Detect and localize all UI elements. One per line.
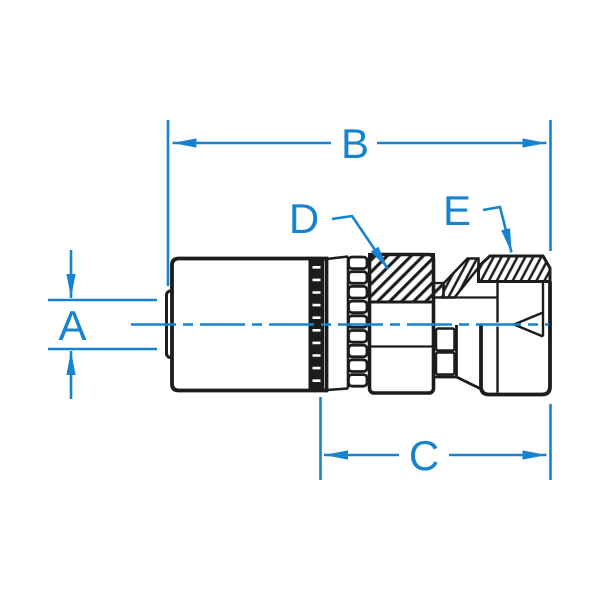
dim-c-label: C xyxy=(409,432,439,479)
serration-ring xyxy=(347,299,369,315)
dimension-labels: B A C D E xyxy=(58,120,471,479)
leader-d xyxy=(331,214,390,270)
dimension-c xyxy=(319,397,552,480)
nut-hatch xyxy=(477,254,552,283)
serration-rings xyxy=(347,255,369,388)
serration-ring xyxy=(347,358,369,373)
fitting-drawing xyxy=(165,252,552,397)
thread-square xyxy=(434,351,456,376)
dimension-a xyxy=(48,250,157,399)
serration-ring xyxy=(347,284,369,300)
thread-square xyxy=(434,327,456,352)
serration-ring xyxy=(347,270,369,285)
callout-d-label: D xyxy=(289,195,319,242)
dim-a-label: A xyxy=(58,302,86,349)
ferrule-body xyxy=(170,256,329,393)
leader-e xyxy=(482,205,513,253)
serration-ring xyxy=(347,255,369,271)
swivel-neck xyxy=(432,325,483,391)
serration-ring xyxy=(347,373,369,388)
collar-hatch-step xyxy=(432,281,445,299)
dim-b-label: B xyxy=(341,120,369,167)
callout-e-label: E xyxy=(443,187,471,234)
ferrule-taper xyxy=(326,255,350,392)
collar-hatch xyxy=(368,253,435,304)
dimension-annotations xyxy=(48,120,552,480)
serration-ring xyxy=(347,329,369,344)
serration-ring xyxy=(347,343,369,359)
dimension-b xyxy=(166,120,552,286)
swivel-slope-hatch xyxy=(442,257,480,299)
nut-inner-lines xyxy=(496,281,545,393)
